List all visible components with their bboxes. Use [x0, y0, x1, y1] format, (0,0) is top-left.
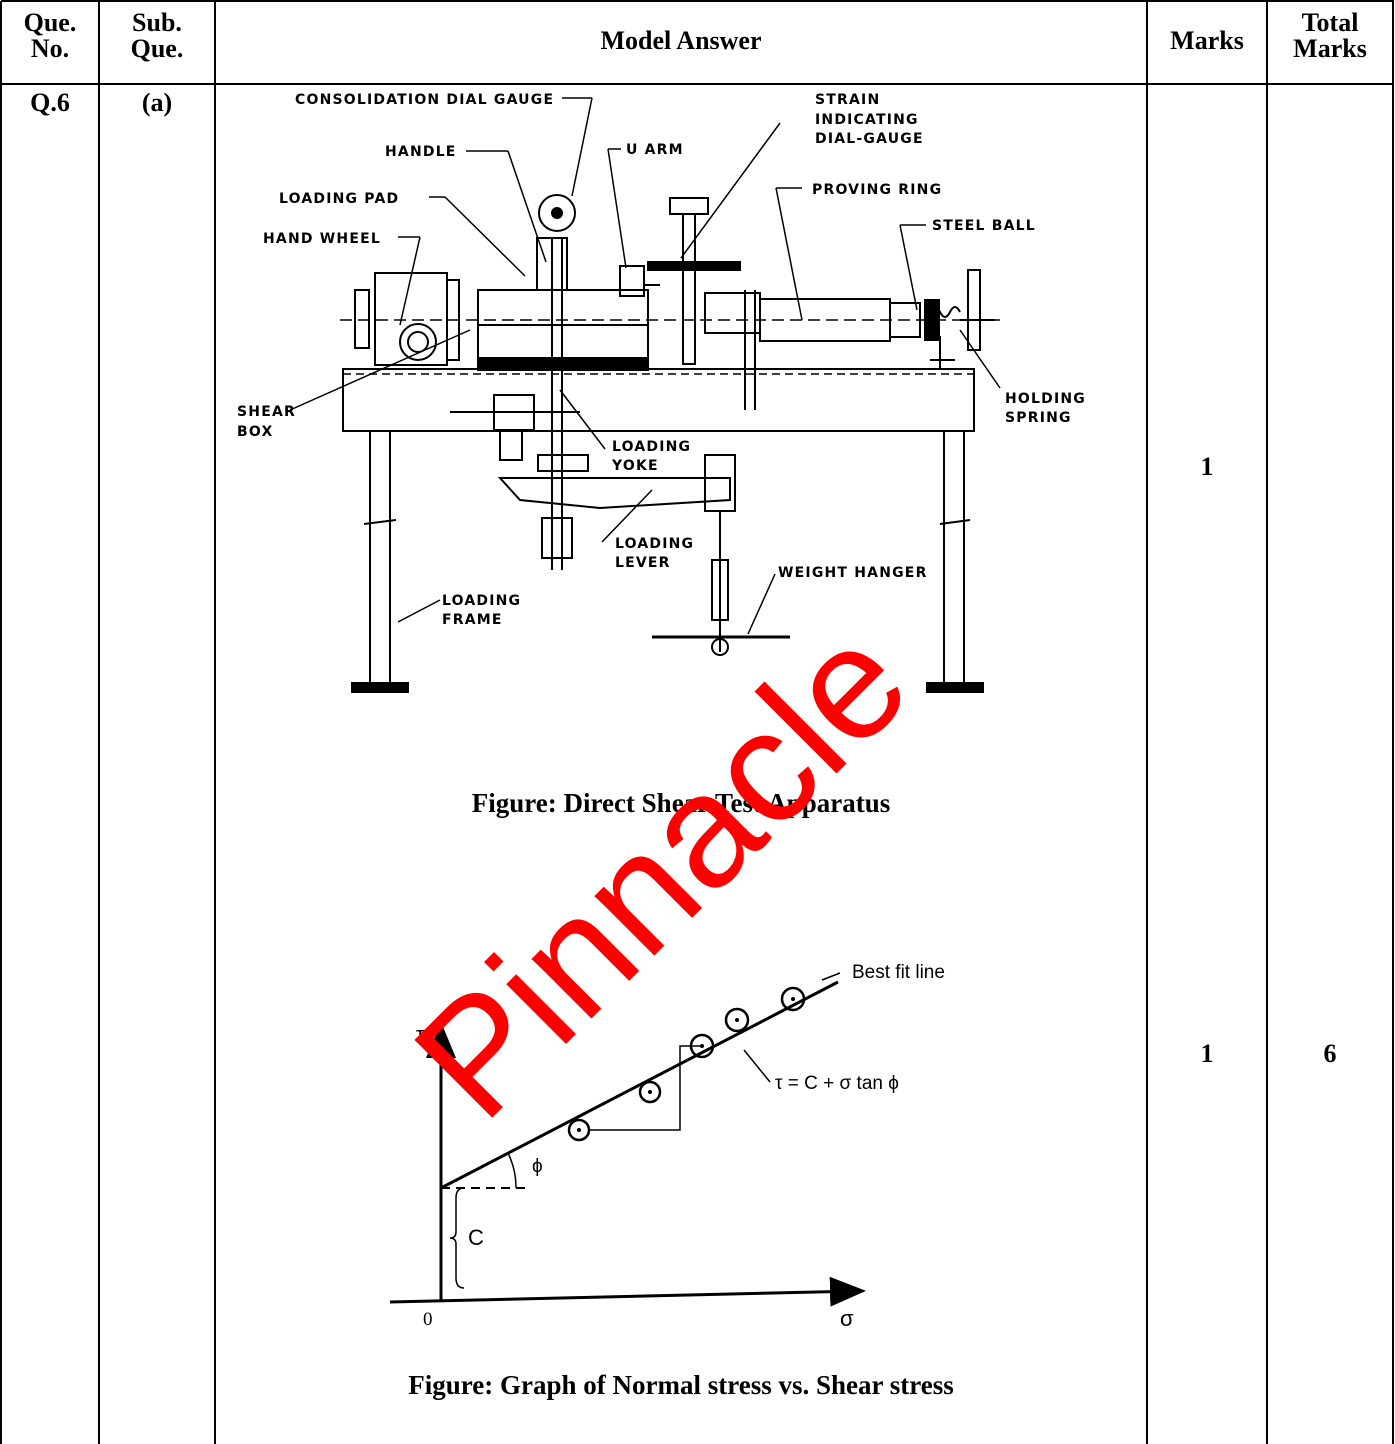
label-loading-lever-1: LOADING — [615, 536, 694, 552]
sub-question: (a) — [141, 88, 173, 117]
label-steel-ball: STEEL BALL — [932, 218, 1036, 234]
marks-figure-2: 1 — [1200, 1039, 1214, 1068]
label-loading-frame-1: LOADING — [442, 593, 521, 609]
label-phi: ϕ — [532, 1156, 543, 1177]
caption-direct-shear: Figure: Direct Shear Test Apparatus — [471, 788, 891, 818]
label-strain-1: STRAIN — [815, 92, 880, 108]
left-leg — [369, 430, 391, 687]
label-equation: τ = C + σ tan ϕ — [775, 1073, 899, 1094]
label-origin: 0 — [423, 1309, 433, 1330]
label-loading-yoke-1: LOADING — [612, 439, 691, 455]
label-handle: HANDLE — [385, 144, 457, 160]
label-holding-spring-2: SPRING — [1005, 410, 1072, 426]
label-strain-3: DIAL-GAUGE — [815, 131, 924, 147]
right-leg — [943, 430, 965, 687]
label-best-fit-line: Best fit line — [852, 962, 945, 983]
header-model-answer: Model Answer — [600, 26, 762, 55]
header-total-marks: Total Marks — [1293, 8, 1367, 63]
label-sigma: σ — [840, 1306, 854, 1331]
label-strain-2: INDICATING — [815, 112, 919, 128]
caption-stress-graph: Figure: Graph of Normal stress vs. Shear… — [408, 1370, 954, 1400]
label-proving-ring: PROVING RING — [812, 182, 942, 198]
header-sub-que: Sub. Que. — [130, 8, 184, 63]
marks-figure-1: 1 — [1200, 452, 1214, 481]
label-loading-lever-2: LEVER — [615, 555, 671, 571]
label-consolidation-dial-gauge: CONSOLIDATION DIAL GAUGE — [295, 92, 554, 108]
label-loading-pad: LOADING PAD — [279, 191, 399, 207]
label-c: C — [468, 1225, 484, 1250]
label-hand-wheel: HAND WHEEL — [263, 231, 381, 247]
label-weight-hanger: WEIGHT HANGER — [778, 565, 928, 581]
label-loading-yoke-2: YOKE — [611, 458, 659, 474]
best-fit-line — [440, 980, 839, 1190]
label-shear-box-1: SHEAR — [237, 404, 296, 420]
shear-strength-graph: Best fit line τ = C + σ tan ϕ τ σ 0 C ϕ — [389, 962, 945, 1331]
question-number: Q.6 — [30, 88, 70, 117]
label-loading-frame-2: FRAME — [442, 612, 503, 628]
label-tau: τ — [416, 1022, 425, 1047]
direct-shear-apparatus-figure: CONSOLIDATION DIAL GAUGE STRAIN INDICATI… — [237, 92, 1086, 693]
total-marks: 6 — [1323, 1039, 1337, 1068]
sigma-axis — [389, 1276, 866, 1307]
label-u-arm: U ARM — [626, 142, 684, 158]
apparatus-table-top — [342, 368, 975, 432]
header-que-no: Que. No. — [23, 8, 77, 63]
label-holding-spring-1: HOLDING — [1005, 391, 1086, 407]
header-marks: Marks — [1170, 26, 1244, 55]
label-shear-box-2: BOX — [237, 424, 273, 440]
